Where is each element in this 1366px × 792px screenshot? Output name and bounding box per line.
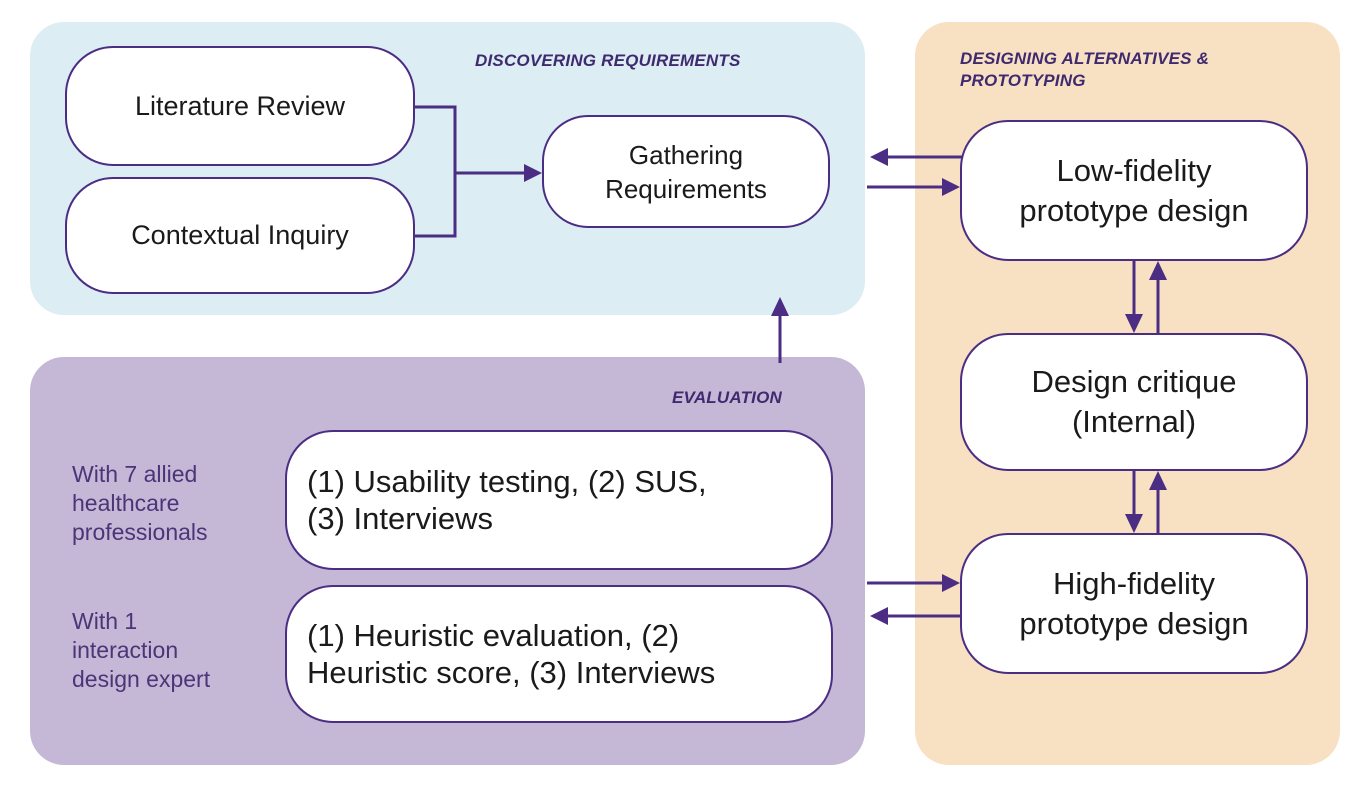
discovering-requirements-title: DISCOVERING REQUIREMENTS [475,51,741,70]
usability-testing-label: (1) Usability testing, (2) SUS, (3) Inte… [307,464,707,536]
usability-testing-node: (1) Usability testing, (2) SUS, (3) Inte… [285,430,833,570]
designing-alternatives-title: DESIGNING ALTERNATIVES & PROTOTYPING [960,49,1210,90]
arrowhead-gathering-from-lowfi [870,148,888,166]
high-fidelity-prototype-node: High-fidelity prototype design [960,533,1308,674]
heuristic-evaluation-node: (1) Heuristic evaluation, (2) Heuristic … [285,585,833,723]
heuristic-evaluation-label: (1) Heuristic evaluation, (2) Heuristic … [307,618,716,690]
gathering-requirements-node: Gathering Requirements [542,115,830,228]
high-fidelity-prototype-label: High-fidelity prototype design [1019,565,1249,641]
design-critique-label: Design critique (Internal) [1031,364,1237,439]
contextual-inquiry-node: Contextual Inquiry [65,177,415,294]
low-fidelity-prototype-node: Low-fidelity prototype design [960,120,1308,261]
literature-review-label: Literature Review [134,90,346,121]
evaluation-title: EVALUATION [672,388,782,407]
literature-review-node: Literature Review [65,46,415,166]
healthcare-professionals-label: With 7 allied healthcare professionals [72,461,208,545]
design-critique-node: Design critique (Internal) [960,333,1308,471]
contextual-inquiry-label: Contextual Inquiry [131,220,349,250]
arrowhead-eval-from-highfi [870,607,888,625]
interaction-design-expert-label: With 1 interaction design expert [72,608,211,692]
gathering-requirements-label: Gathering Requirements [605,139,767,204]
low-fidelity-prototype-label: Low-fidelity prototype design [1019,152,1249,228]
